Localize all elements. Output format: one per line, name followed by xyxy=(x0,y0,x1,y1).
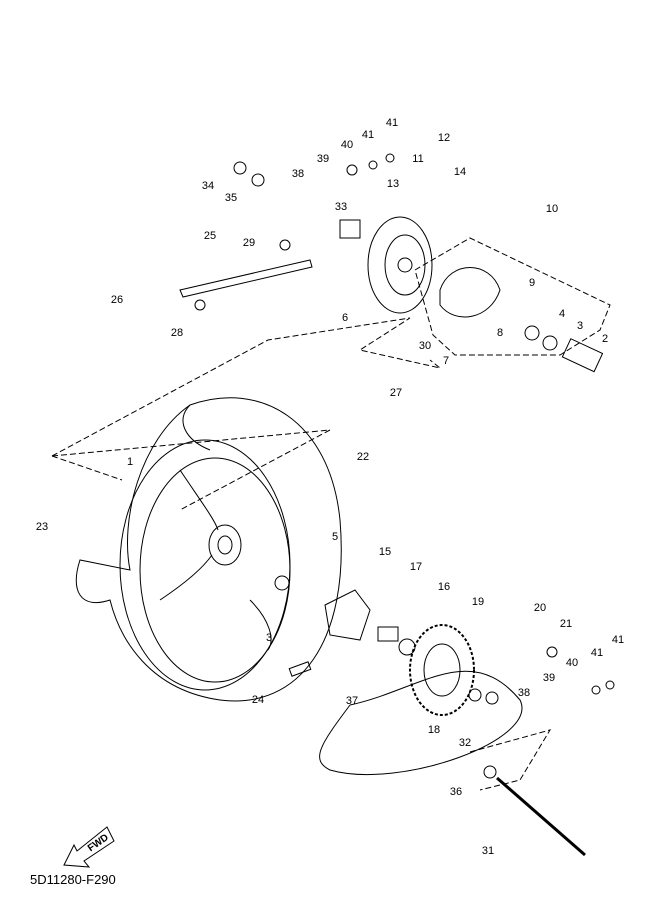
callout-7: 7 xyxy=(442,355,450,367)
small-parts xyxy=(194,153,615,779)
callout-23: 23 xyxy=(35,521,49,533)
callout-1: 1 xyxy=(126,456,134,468)
diagram-code: 5D11280-F290 xyxy=(30,872,116,887)
callout-40: 40 xyxy=(565,657,579,669)
callout-31: 31 xyxy=(481,845,495,857)
callout-33: 33 xyxy=(334,201,348,213)
oil-seal xyxy=(398,638,416,656)
callout-32: 32 xyxy=(458,737,472,749)
bearing xyxy=(542,335,558,351)
oil-seal xyxy=(524,325,540,341)
callout-36: 36 xyxy=(449,786,463,798)
callout-5: 5 xyxy=(331,531,339,543)
callout-15: 15 xyxy=(378,546,392,558)
callout-37: 37 xyxy=(345,695,359,707)
callout-10: 10 xyxy=(545,203,559,215)
callout-12: 12 xyxy=(437,132,451,144)
callout-9: 9 xyxy=(528,277,536,289)
callout-40: 40 xyxy=(340,139,354,151)
callout-24: 24 xyxy=(251,694,265,706)
callout-2: 2 xyxy=(601,333,609,345)
callout-14: 14 xyxy=(453,166,467,178)
callout-19: 19 xyxy=(471,596,485,608)
callout-39: 39 xyxy=(542,672,556,684)
assembly-dashed-lines xyxy=(51,237,611,791)
callout-3: 3 xyxy=(576,320,584,332)
callout-4: 4 xyxy=(558,308,566,320)
wheel-axle xyxy=(496,776,586,857)
callout-18: 18 xyxy=(427,724,441,736)
callout-39: 39 xyxy=(316,153,330,165)
callout-20: 20 xyxy=(533,602,547,614)
callout-41: 41 xyxy=(361,129,375,141)
sprocket xyxy=(409,624,475,716)
callout-6: 6 xyxy=(341,312,349,324)
callout-22: 22 xyxy=(356,451,370,463)
callout-13: 13 xyxy=(386,178,400,190)
callout-21: 21 xyxy=(559,618,573,630)
callout-35: 35 xyxy=(224,192,238,204)
callout-30: 30 xyxy=(418,340,432,352)
brake-plate xyxy=(367,216,433,314)
forward-arrow-icon: FWD xyxy=(63,826,115,868)
brake-shoe xyxy=(439,267,501,318)
callout-38: 38 xyxy=(517,687,531,699)
callout-3: 3 xyxy=(265,632,273,644)
callout-26: 26 xyxy=(110,294,124,306)
callout-41: 41 xyxy=(611,634,625,646)
callout-34: 34 xyxy=(201,180,215,192)
callout-27: 27 xyxy=(389,387,403,399)
drive-chain xyxy=(319,670,523,775)
callout-41: 41 xyxy=(590,647,604,659)
collar xyxy=(561,338,604,373)
callout-38: 38 xyxy=(291,168,305,180)
callout-28: 28 xyxy=(170,327,184,339)
callout-25: 25 xyxy=(203,230,217,242)
bearing xyxy=(274,575,290,591)
callout-16: 16 xyxy=(437,581,451,593)
callout-8: 8 xyxy=(496,327,504,339)
callout-11: 11 xyxy=(412,153,424,165)
tension-bar xyxy=(179,259,313,298)
callout-29: 29 xyxy=(242,237,256,249)
callout-17: 17 xyxy=(409,561,423,573)
clutch-hub xyxy=(324,589,371,641)
rim xyxy=(119,439,291,691)
tire xyxy=(75,397,342,702)
callout-41: 41 xyxy=(385,117,399,129)
